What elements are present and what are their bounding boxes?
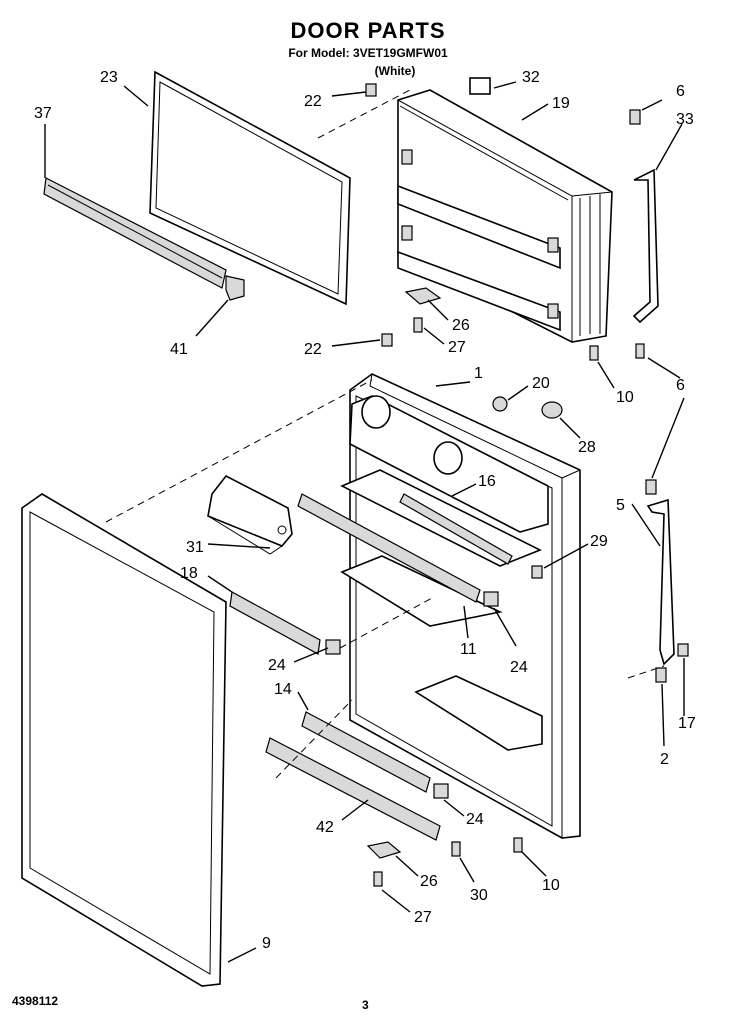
callout-27-lower: 27 <box>414 909 432 926</box>
callout-6-mid: 6 <box>676 377 685 394</box>
lower-screw-27 <box>373 871 383 887</box>
page-number: 3 <box>362 998 369 1012</box>
callout-33: 33 <box>676 111 694 128</box>
document-number: 4398112 <box>12 994 59 1008</box>
dairy-shelf-bar <box>399 493 513 565</box>
callout-28: 28 <box>578 439 596 456</box>
lower-hinge <box>645 479 689 683</box>
callout-37: 37 <box>34 105 52 122</box>
freezer-trim-strip <box>43 177 227 289</box>
cap-24-right <box>483 591 499 607</box>
alignment-line-lower <box>275 699 353 779</box>
fresh-food-door-gasket <box>21 493 227 987</box>
callout-16: 16 <box>478 473 496 490</box>
cap-24-left <box>325 639 341 655</box>
callout-30: 30 <box>470 887 488 904</box>
door-stop-20 <box>492 396 508 412</box>
callout-29: 29 <box>590 533 608 550</box>
model-number: For Model: 3VET19GMFW01 <box>288 46 448 60</box>
lower-hinge-bracket <box>366 841 402 859</box>
callout-26-lower: 26 <box>420 873 438 890</box>
callout-2: 2 <box>660 751 669 768</box>
callout-labels: 23 37 41 22 22 32 19 6 33 26 27 10 6 1 2… <box>34 69 696 952</box>
liner-label-plate <box>469 77 491 95</box>
hole-plug-28 <box>541 401 563 419</box>
shelf-bar-42 <box>265 737 441 841</box>
callout-5: 5 <box>616 497 625 514</box>
callout-32: 32 <box>522 69 540 86</box>
shelf-bar-14 <box>301 711 431 793</box>
trim-end-cap <box>225 275 245 301</box>
callout-24-right: 24 <box>510 659 528 676</box>
page-title: DOOR PARTS <box>290 18 446 43</box>
callout-leaders <box>44 81 685 963</box>
callout-24-left: 24 <box>268 657 286 674</box>
callout-31: 31 <box>186 539 204 556</box>
cap-24-lower <box>433 783 449 799</box>
callout-1: 1 <box>474 365 483 382</box>
shelf-bar-11 <box>297 493 481 603</box>
callout-27-top: 27 <box>448 339 466 356</box>
fresh-food-door <box>340 373 581 839</box>
callout-10-top: 10 <box>616 389 634 406</box>
screw-10-upper <box>589 345 599 361</box>
clip-29 <box>531 565 543 579</box>
callout-24-lower: 24 <box>466 811 484 828</box>
dairy-door <box>207 474 293 555</box>
upper-hinge-bracket <box>404 287 442 305</box>
callout-19: 19 <box>552 95 570 112</box>
cap-30 <box>451 841 461 857</box>
alignment-line-bin <box>339 597 433 649</box>
callout-10-lower: 10 <box>542 877 560 894</box>
callout-22-mid: 22 <box>304 341 322 358</box>
freezer-door-gasket <box>149 70 351 306</box>
callout-26-top: 26 <box>452 317 470 334</box>
callout-18: 18 <box>180 565 198 582</box>
callout-17: 17 <box>678 715 696 732</box>
callout-11: 11 <box>460 641 477 658</box>
upper-screw-27 <box>413 317 423 333</box>
alignment-line-top <box>317 89 411 139</box>
callout-23: 23 <box>100 69 118 86</box>
callout-22-top: 22 <box>304 93 322 110</box>
callout-42: 42 <box>316 819 334 836</box>
callout-9: 9 <box>262 935 271 952</box>
screw-6-lower <box>635 343 645 359</box>
callout-14: 14 <box>274 681 292 698</box>
plug-22-upper <box>365 83 377 97</box>
callout-20: 20 <box>532 375 550 392</box>
callout-6-top: 6 <box>676 83 685 100</box>
plug-22-lower <box>381 333 393 347</box>
freezer-door-liner <box>397 89 613 343</box>
alignment-line-middle <box>105 379 373 523</box>
screw-10-lower <box>513 837 523 853</box>
shelf-bar-18 <box>229 591 321 655</box>
callout-41: 41 <box>170 341 188 358</box>
upper-hinge <box>629 109 659 324</box>
color-note: (White) <box>374 64 416 78</box>
alignment-line-hinge <box>627 665 665 679</box>
